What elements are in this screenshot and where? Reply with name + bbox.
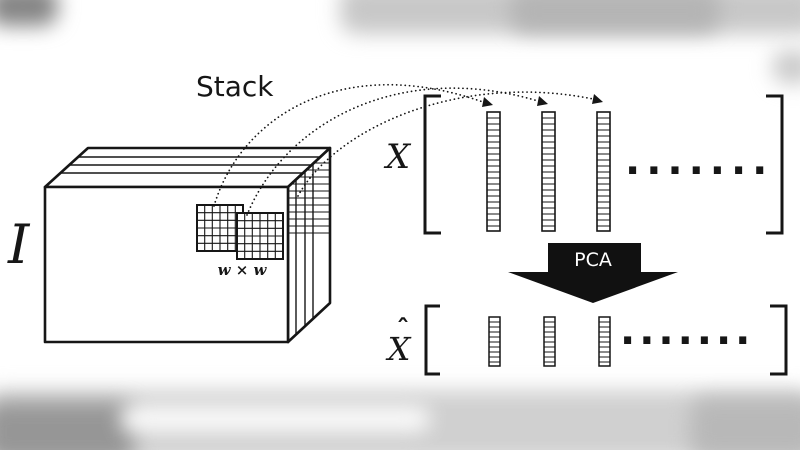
blur-blob-bottom-streak [120, 406, 430, 432]
matrix-xhat-label: X [385, 330, 412, 368]
image-label: I [7, 213, 31, 276]
stack-arrowhead-3 [592, 94, 603, 104]
blur-blob-top-band-dark [510, 0, 720, 32]
stack-arrow-2 [246, 87, 539, 216]
blur-blob-bottom-left [0, 402, 135, 450]
column-vector-small-1 [488, 316, 501, 367]
matrix-x-left-bracket [423, 94, 441, 235]
column-vector-2 [541, 111, 556, 232]
stack-arrowhead-2 [537, 96, 548, 106]
matrix-xhat-left-bracket [424, 304, 440, 376]
stack-arrow-1 [213, 83, 484, 207]
stack-label: Stack [196, 70, 274, 103]
blur-blob-right-edge [772, 50, 800, 84]
column-vector-small-2 [543, 316, 556, 367]
stack-arrowhead-1 [482, 97, 493, 107]
column-vector-1 [486, 111, 501, 232]
blur-blob-top-left [0, 0, 58, 26]
patch-size-label: w × w [218, 261, 268, 279]
matrix-xhat: X ˆ ······· [385, 304, 788, 376]
image-stack-cube: w × w I [7, 146, 332, 344]
patch-grid-2 [236, 212, 284, 260]
matrix-xhat-hat-accent: ˆ [397, 315, 410, 345]
matrix-x-label: X [383, 137, 412, 177]
cube-side-hatch [288, 162, 330, 234]
pca-arrow-shape [508, 243, 678, 303]
matrix-xhat-ellipsis: ······· [620, 318, 754, 364]
matrix-x-ellipsis: ······· [625, 148, 773, 194]
matrix-xhat-right-bracket [770, 304, 788, 376]
matrix-x-right-bracket [766, 94, 784, 235]
pca-arrow: PCA [508, 243, 678, 303]
column-vector-3 [596, 111, 611, 232]
blur-blob-bottom-right [690, 398, 800, 450]
cube-layer-lines-top [60, 156, 320, 174]
stack-arrow-3 [297, 91, 594, 197]
matrix-x: X ······· [383, 94, 784, 235]
stack-arrows [213, 83, 603, 216]
column-vector-small-3 [598, 316, 611, 367]
pca-label: PCA [574, 249, 612, 271]
